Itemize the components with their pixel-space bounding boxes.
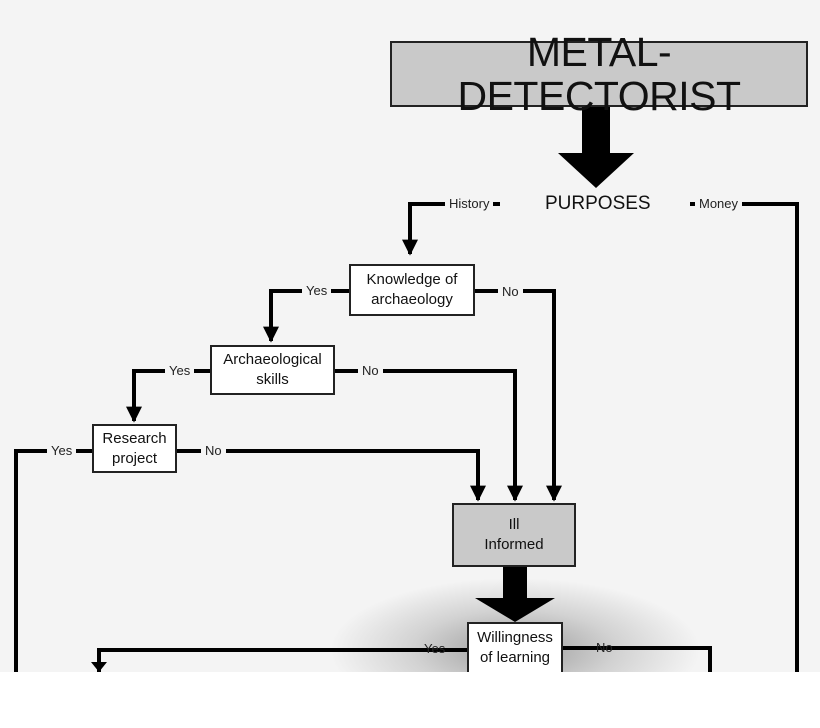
willingness-of-learning-box: Willingness of learning [467,622,563,672]
willingness-yes-arrowhead [91,662,107,672]
ill-informed-line-1: Ill [508,516,520,533]
edge-label-research-no: No [201,443,226,459]
big-arrow-ill [475,566,555,622]
title-text: METAL-DETECTORIST [457,29,741,119]
archaeological-skills-box: Archaeological skills [210,345,335,395]
research-line-2: project [111,449,158,467]
edge-research-no [176,449,486,502]
edge-label-willingness-no: No [596,640,613,655]
edge-willingness-no [562,646,712,672]
knowledge-line-1: Knowledge of [366,271,458,288]
connector-layer [14,106,799,672]
research-line-1: Research [102,429,167,447]
knowledge-of-archaeology-box: Knowledge of archaeology [349,264,475,316]
willingness-line-1: Willingness [477,629,553,646]
research-project-box: Research project [92,424,177,473]
big-arrow-title [558,106,634,188]
skills-line-1: Archaeological [223,351,322,368]
willingness-line-2: of learning [479,649,551,666]
knowledge-line-2: archaeology [371,291,453,308]
purposes-label: PURPOSES [539,193,657,215]
title-box: METAL-DETECTORIST [390,30,808,118]
edge-label-skills-yes: Yes [165,363,195,379]
edge-research-yes [14,449,93,672]
ill-informed-line-2: Informed [484,536,544,553]
edge-label-research-yes: Yes [47,443,77,459]
ill-informed-box: Ill Informed [452,503,576,567]
diagram-canvas: METAL-DETECTORIST PURPOSES History Money… [0,0,820,672]
edge-label-skills-no: No [358,363,383,379]
edge-skills-no [334,369,523,502]
edge-label-money: Money [695,196,743,212]
skills-line-2: skills [256,371,289,388]
edge-label-history: History [445,196,494,212]
edge-label-knowledge-no: No [498,284,523,300]
edge-label-knowledge-yes: Yes [302,283,332,299]
edge-label-willingness-yes: Yes [424,641,446,656]
edge-money [690,202,799,672]
